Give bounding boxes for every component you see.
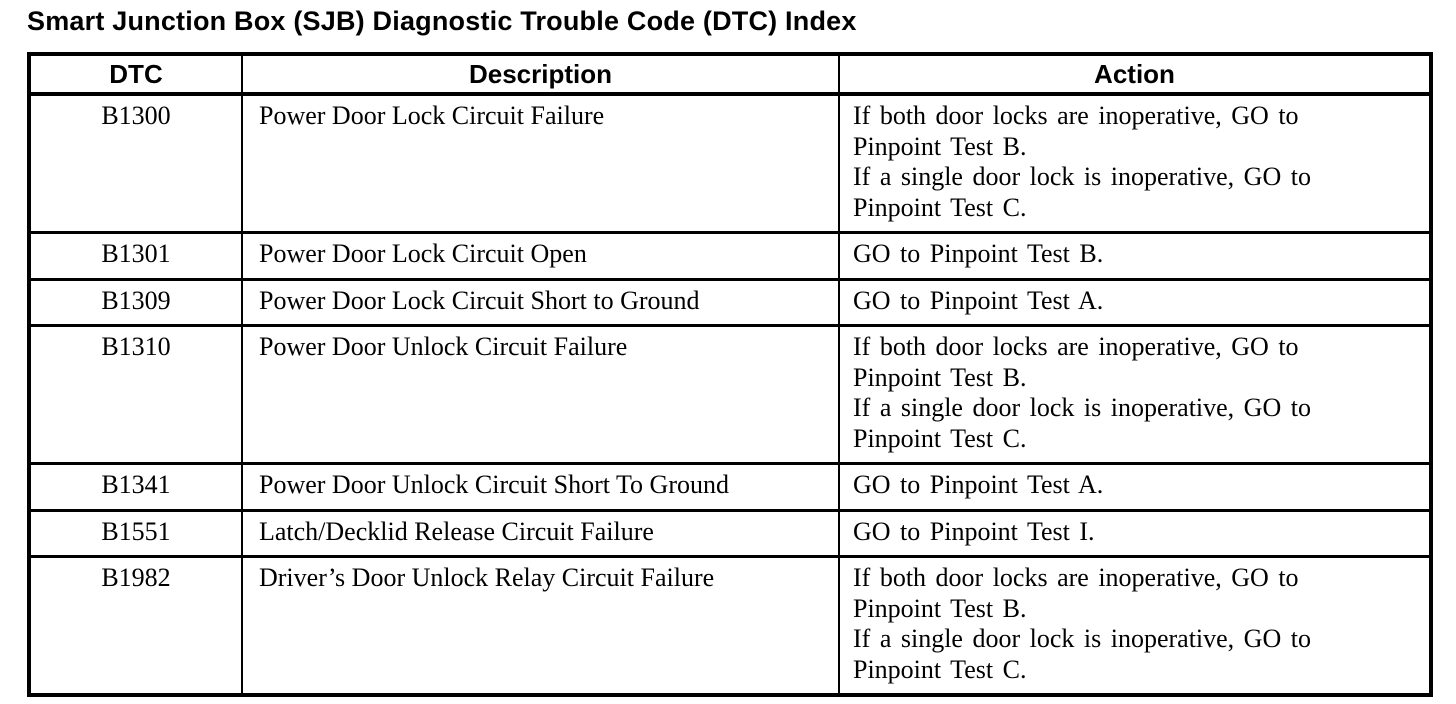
dtc-index-table: DTC Description Action B1300 Power Door … [27, 52, 1433, 697]
description-cell: Power Door Lock Circuit Open [241, 231, 840, 281]
dtc-code-cell: B1309 [28, 277, 243, 327]
action-cell: GO to Pinpoint Test B. [838, 231, 1432, 281]
description-cell: Power Door Unlock Circuit Short To Groun… [241, 462, 840, 512]
action-cell: GO to Pinpoint Test A. [838, 277, 1432, 327]
dtc-code-cell: B1301 [28, 231, 243, 281]
description-cell: Latch/Decklid Release Circuit Failure [241, 508, 840, 558]
table-header-row: DTC Description Action [28, 54, 1432, 96]
table-row: B1341 Power Door Unlock Circuit Short To… [28, 462, 1432, 512]
table-row: B1301 Power Door Lock Circuit Open GO to… [28, 231, 1432, 281]
table-row: B1309 Power Door Lock Circuit Short to G… [28, 277, 1432, 327]
description-cell: Driver’s Door Unlock Relay Circuit Failu… [241, 555, 840, 697]
document-page: Smart Junction Box (SJB) Diagnostic Trou… [27, 6, 1433, 697]
table-row: B1300 Power Door Lock Circuit Failure If… [28, 92, 1432, 234]
dtc-code-cell: B1300 [28, 92, 243, 234]
description-cell: Power Door Lock Circuit Failure [241, 92, 840, 234]
dtc-code-cell: B1341 [28, 462, 243, 512]
description-cell: Power Door Unlock Circuit Failure [241, 324, 840, 465]
table-row: B1982 Driver’s Door Unlock Relay Circuit… [28, 555, 1432, 697]
dtc-code-cell: B1551 [28, 508, 243, 558]
action-cell: GO to Pinpoint Test A. [838, 462, 1432, 512]
action-cell: If both door locks are inoperative, GO t… [838, 555, 1432, 697]
page-title: Smart Junction Box (SJB) Diagnostic Trou… [27, 6, 857, 36]
action-cell: If both door locks are inoperative, GO t… [838, 92, 1432, 234]
action-cell: GO to Pinpoint Test I. [838, 508, 1432, 558]
action-cell: If both door locks are inoperative, GO t… [838, 324, 1432, 465]
table-row: B1551 Latch/Decklid Release Circuit Fail… [28, 508, 1432, 558]
dtc-code-cell: B1310 [28, 324, 243, 465]
table-row: B1310 Power Door Unlock Circuit Failure … [28, 324, 1432, 465]
dtc-code-cell: B1982 [28, 555, 243, 697]
description-cell: Power Door Lock Circuit Short to Ground [241, 277, 840, 327]
column-header-action: Action [838, 54, 1432, 96]
column-header-description: Description [241, 54, 840, 96]
column-header-dtc: DTC [28, 54, 243, 96]
